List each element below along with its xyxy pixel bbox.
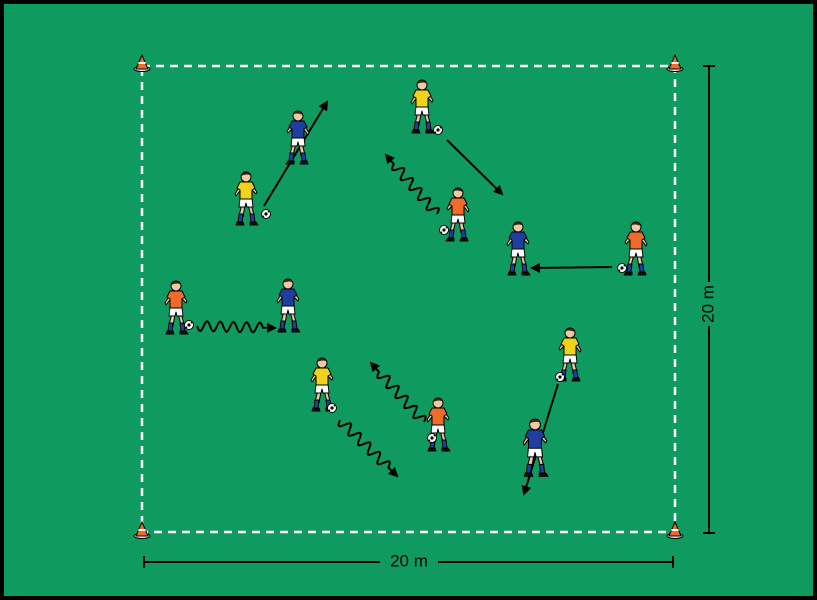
pass-arrow — [530, 262, 613, 273]
height-label: 20 m — [698, 285, 717, 323]
dribble-arrow — [196, 320, 277, 334]
player-blue — [522, 418, 549, 477]
ball-icon — [261, 209, 271, 219]
area-boundary — [140, 64, 677, 534]
dribble-arrow — [337, 419, 399, 478]
player-yellow — [310, 357, 335, 412]
ball-icon — [433, 125, 443, 135]
ball-icon — [427, 433, 437, 443]
player-orange — [623, 221, 648, 276]
ball-icon — [184, 320, 194, 330]
pass-arrow — [263, 100, 329, 207]
cone-bottom-right — [666, 520, 684, 539]
pass-arrow — [446, 139, 504, 196]
cone-bottom-left — [133, 520, 151, 539]
player-yellow — [234, 171, 259, 226]
dribble-arrow — [384, 153, 440, 215]
player-orange — [164, 280, 189, 335]
players — [164, 79, 648, 477]
field-background — [4, 4, 813, 596]
width-label: 20 m — [390, 551, 428, 570]
ball-icon — [439, 225, 449, 235]
player-blue — [506, 221, 531, 276]
cone-top-right — [666, 53, 684, 72]
player-blue — [285, 110, 310, 165]
ball-icon — [617, 263, 627, 273]
cones — [133, 53, 684, 539]
player-orange — [445, 187, 470, 242]
player-blue — [276, 278, 301, 333]
dribble-arrow — [369, 361, 427, 423]
height-dimension: 20 m — [698, 65, 719, 534]
ball-icon — [555, 372, 565, 382]
player-yellow — [410, 79, 435, 134]
ball-icon — [327, 403, 337, 413]
cone-top-left — [133, 53, 151, 72]
width-dimension: 20 m — [143, 551, 674, 572]
